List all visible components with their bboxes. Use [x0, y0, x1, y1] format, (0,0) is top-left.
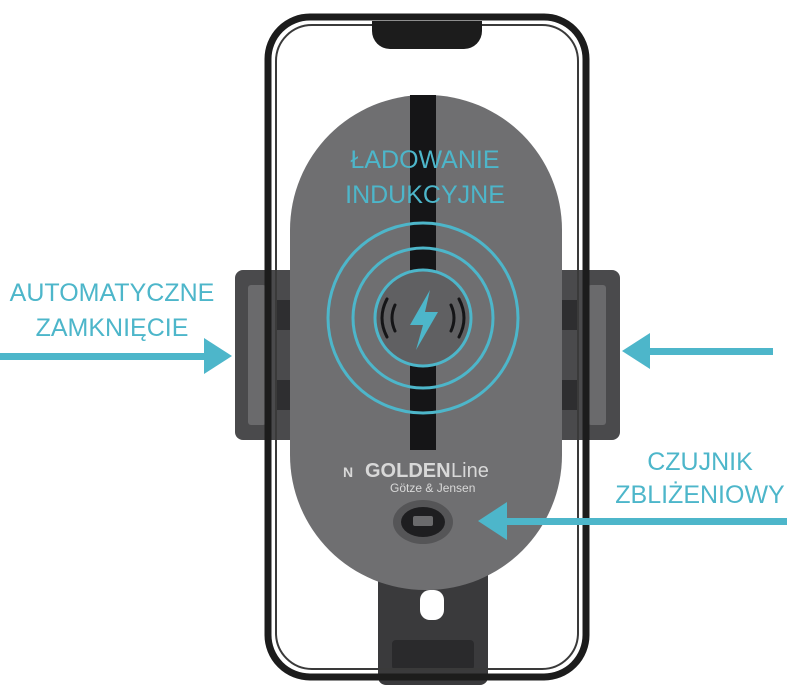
- svg-text:GOLDEN: GOLDEN: [365, 460, 451, 482]
- label-auto-line2: ZAMKNIĘCIE: [36, 314, 189, 342]
- brand-logo: N GOLDEN Line Götze & Jensen: [343, 460, 489, 495]
- phone-frame: [264, 13, 590, 681]
- label-sensor-line1: CZUJNIK: [647, 448, 753, 476]
- svg-text:Line: Line: [451, 460, 489, 482]
- phone-notch: [372, 21, 482, 49]
- label-auto-line1: AUTOMATYCZNE: [10, 279, 215, 307]
- charger-body: N GOLDEN Line Götze & Jensen: [290, 95, 562, 590]
- left-arrow: [0, 338, 232, 374]
- label-inductive-line2: INDUKCYJNE: [345, 181, 505, 209]
- right-arrow: [622, 333, 773, 369]
- svg-text:Götze & Jensen: Götze & Jensen: [390, 481, 475, 495]
- label-inductive-line1: ŁADOWANIE: [350, 146, 499, 174]
- label-sensor-line2: ZBLIŻENIOWY: [615, 480, 785, 509]
- svg-text:N: N: [343, 464, 353, 480]
- lightning-bolt-icon: [410, 290, 438, 350]
- sensor-arrow: [478, 502, 787, 540]
- wireless-wave-middle: [351, 246, 495, 390]
- wireless-signal-icon: [380, 297, 466, 339]
- wireless-wave-outer: [326, 221, 520, 415]
